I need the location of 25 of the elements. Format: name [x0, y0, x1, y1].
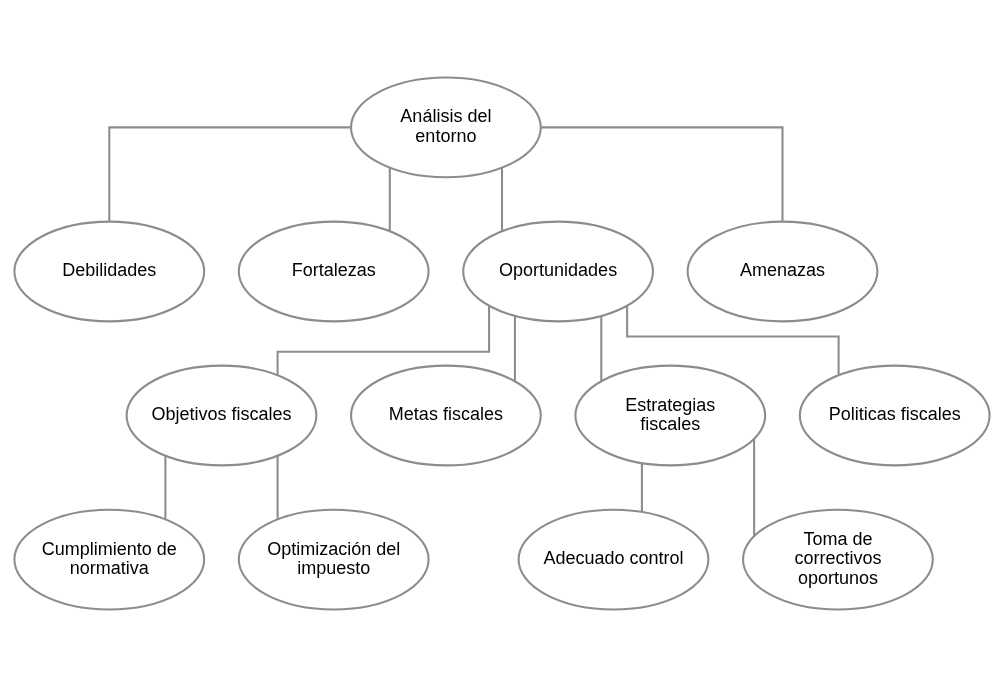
node-ellipse: Estrategias fiscales	[574, 364, 767, 466]
node-ellipse: Adecuado control	[517, 508, 710, 610]
node-ellipse: Optimización del impuesto	[237, 508, 430, 610]
connector	[640, 463, 643, 512]
connector	[541, 125, 784, 221]
node-ellipse: Fortalezas	[237, 220, 430, 322]
node-ellipse: Debilidades	[13, 220, 206, 322]
connector	[626, 305, 840, 375]
node-ellipse: Análisis del entorno	[349, 76, 542, 178]
node-ellipse: Cumplimiento de normativa	[13, 508, 206, 610]
connector	[164, 455, 167, 519]
node-ellipse: Amenazas	[686, 220, 879, 322]
connector	[388, 167, 391, 231]
connector	[276, 455, 279, 519]
node-ellipse: Toma de correctivos oportunos	[742, 508, 934, 610]
node-ellipse: Objetivos fiscales	[125, 364, 318, 466]
connector	[513, 315, 516, 381]
node-ellipse: Politicas fiscales	[798, 364, 991, 466]
connector	[600, 315, 603, 381]
connector	[276, 305, 491, 375]
connector	[753, 438, 756, 536]
connector	[108, 125, 351, 221]
node-ellipse: Oportunidades	[462, 220, 655, 322]
connector	[500, 167, 504, 231]
node-ellipse: Metas fiscales	[349, 364, 542, 466]
